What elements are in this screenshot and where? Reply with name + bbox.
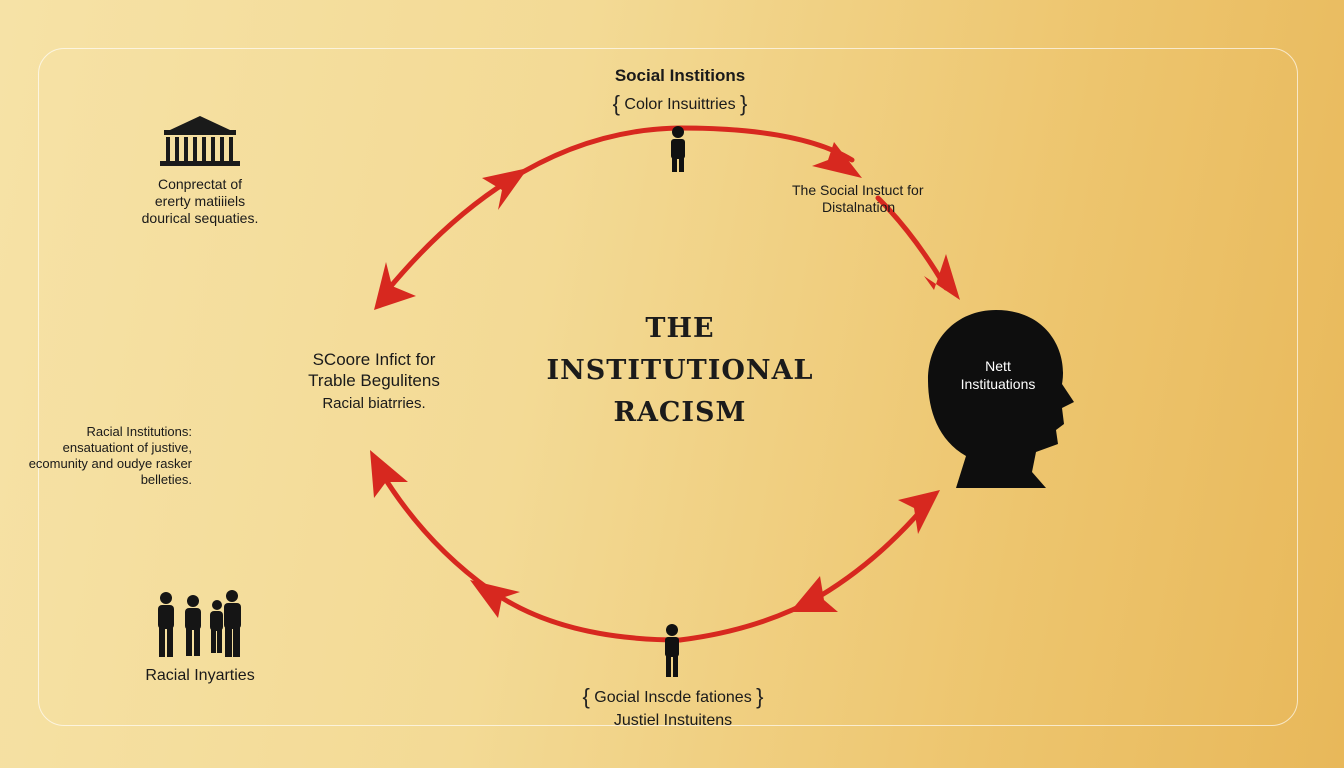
top-right-line-2: Distalnation	[822, 199, 896, 216]
bottom-label: { Gocial Inscde fationes } Justiel Instu…	[560, 684, 786, 730]
left-center-line-3: Racial biatrries.	[322, 395, 426, 413]
top-right-line-1: The Social Instuct for	[792, 182, 924, 198]
head-label: Nett Instituations	[930, 357, 1066, 393]
diagram-title: THE INSTITUTIONAL RACISM	[520, 308, 840, 434]
top-subtitle: Color Insuittries	[624, 95, 736, 113]
head-line-2: Instituations	[960, 376, 1036, 393]
arrowhead-right	[924, 254, 960, 300]
bottom-line-1: Gocial Inscde fationes	[594, 689, 752, 706]
left-mid-text: Racial Institutions: ensatuationt of jus…	[8, 424, 192, 487]
bottom-line-2: Justiel Instuitens	[613, 711, 733, 729]
top-right-label: The Social Instuct for Distalnation	[792, 182, 924, 216]
left-brace: {	[612, 90, 620, 116]
left-top-line-1: Conprectat of	[157, 176, 243, 192]
top-subtitle-row: { Color Insuittries }	[560, 91, 800, 118]
arrowhead-bottom-right	[790, 576, 838, 612]
top-label: Social Institions { Color Insuittries }	[560, 66, 800, 118]
title-line-2: INSTITUTIONAL	[546, 355, 814, 386]
people-group-icon	[158, 590, 241, 657]
government-building-icon	[160, 116, 240, 166]
head-silhouette-icon	[928, 310, 1074, 488]
arrowhead-lower-left	[370, 450, 408, 498]
title-line-1: THE	[645, 313, 715, 344]
right-brace: }	[740, 90, 748, 116]
left-mid-line-4: belleties.	[140, 471, 192, 487]
right-brace: }	[756, 684, 764, 709]
diagram-frame	[38, 48, 1298, 726]
left-mid-line-2: ensatuationt of justive,	[62, 439, 192, 455]
title-line-3: RACISM	[613, 397, 747, 428]
arrowhead-lower-right	[898, 490, 940, 534]
head-line-1: Nett	[985, 358, 1011, 374]
arrowhead-left	[374, 262, 416, 310]
left-bottom-label: Racial Inyarties	[145, 667, 255, 684]
arrowhead-top-left	[482, 168, 528, 210]
arc-bottom-left	[372, 459, 683, 643]
person-icon	[671, 126, 685, 172]
arrowhead-bottom-left	[470, 580, 520, 618]
top-title: Social Institions	[614, 66, 746, 85]
left-top-text: Conprectat of ererty matiiiels dourical …	[120, 176, 280, 227]
person-icon	[665, 624, 679, 677]
left-top-line-2: ererty matiiiels	[154, 193, 246, 210]
arc-right-bottom	[677, 497, 933, 643]
left-brace: {	[582, 684, 590, 709]
arc-top	[383, 125, 855, 295]
left-center-label: SCoore Infict for Trable Begulitens Raci…	[276, 350, 472, 414]
left-mid-line-1: Racial Institutions:	[86, 424, 193, 439]
left-top-line-3: dourical sequaties.	[141, 210, 259, 227]
left-mid-line-3: ecomunity and oudye rasker	[28, 455, 192, 471]
left-center-line-1: SCoore Infict for	[312, 350, 436, 369]
bottom-line-1-row: { Gocial Inscde fationes }	[560, 684, 786, 711]
left-center-line-2: Trable Begulitens	[308, 370, 440, 390]
arrowhead-top-right	[812, 142, 862, 178]
